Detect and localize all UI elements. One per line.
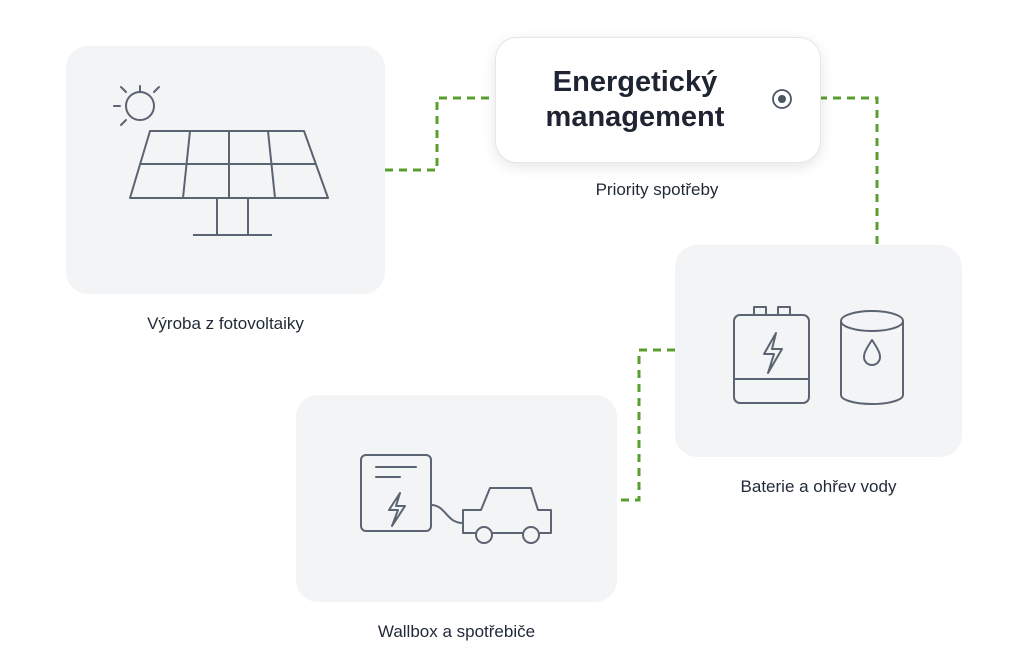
solar-card — [66, 46, 385, 294]
solar-label: Výroba z fotovoltaiky — [147, 314, 304, 333]
wallbox-card — [296, 395, 617, 602]
battery-icon — [733, 306, 810, 404]
connector-storage-to-wallbox — [617, 348, 675, 502]
storage-label: Baterie a ohřev vody — [740, 477, 897, 496]
radio-dot-icon[interactable] — [771, 88, 793, 110]
sun-icon — [113, 85, 160, 126]
solar-illustration — [113, 85, 329, 236]
hub-title-line2: management — [545, 101, 725, 133]
hub-title: Energetický management — [526, 65, 744, 135]
connector-hub-to-storage — [819, 96, 879, 245]
electric-car-icon — [462, 487, 552, 544]
energy-management-card: Energetický management — [495, 37, 821, 163]
storage-card — [675, 245, 962, 457]
water-heater-icon — [840, 310, 904, 405]
wallbox-label: Wallbox a spotřebiče — [377, 622, 536, 641]
hub-subtitle: Priority spotřeby — [595, 180, 719, 199]
hub-title-line1: Energetický — [552, 66, 718, 98]
solar-panel-icon — [129, 130, 329, 236]
wallbox-illustration — [360, 454, 552, 544]
storage-illustration — [733, 306, 904, 405]
connector-solar-to-hub — [385, 96, 495, 172]
wallbox-charger-icon — [360, 454, 464, 532]
